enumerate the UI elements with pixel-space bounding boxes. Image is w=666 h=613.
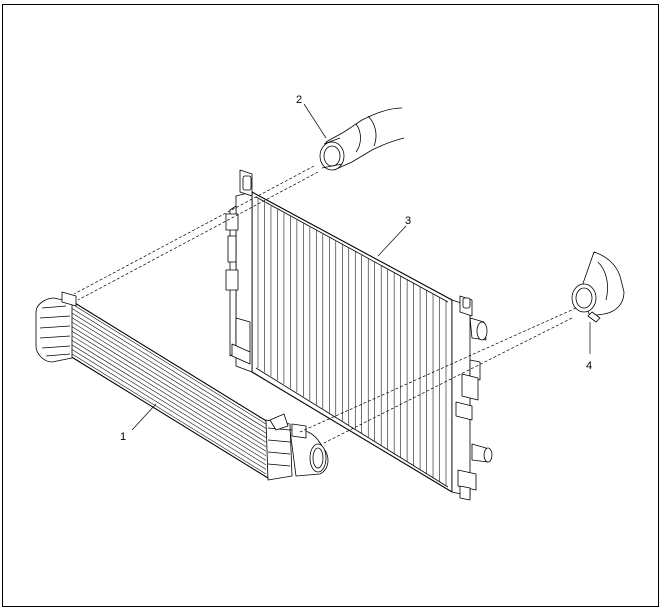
- leader-lines: [131, 103, 591, 431]
- callout-4: 4: [586, 360, 592, 372]
- hose-4: [571, 251, 625, 323]
- intercooler: [35, 291, 329, 481]
- callout-2: 2: [296, 94, 302, 106]
- hose-2: [319, 107, 405, 171]
- radiator: [225, 169, 493, 501]
- callout-3: 3: [405, 215, 411, 227]
- connection-lines: [73, 165, 577, 445]
- callout-1: 1: [120, 431, 126, 443]
- diagram-frame: [2, 4, 659, 607]
